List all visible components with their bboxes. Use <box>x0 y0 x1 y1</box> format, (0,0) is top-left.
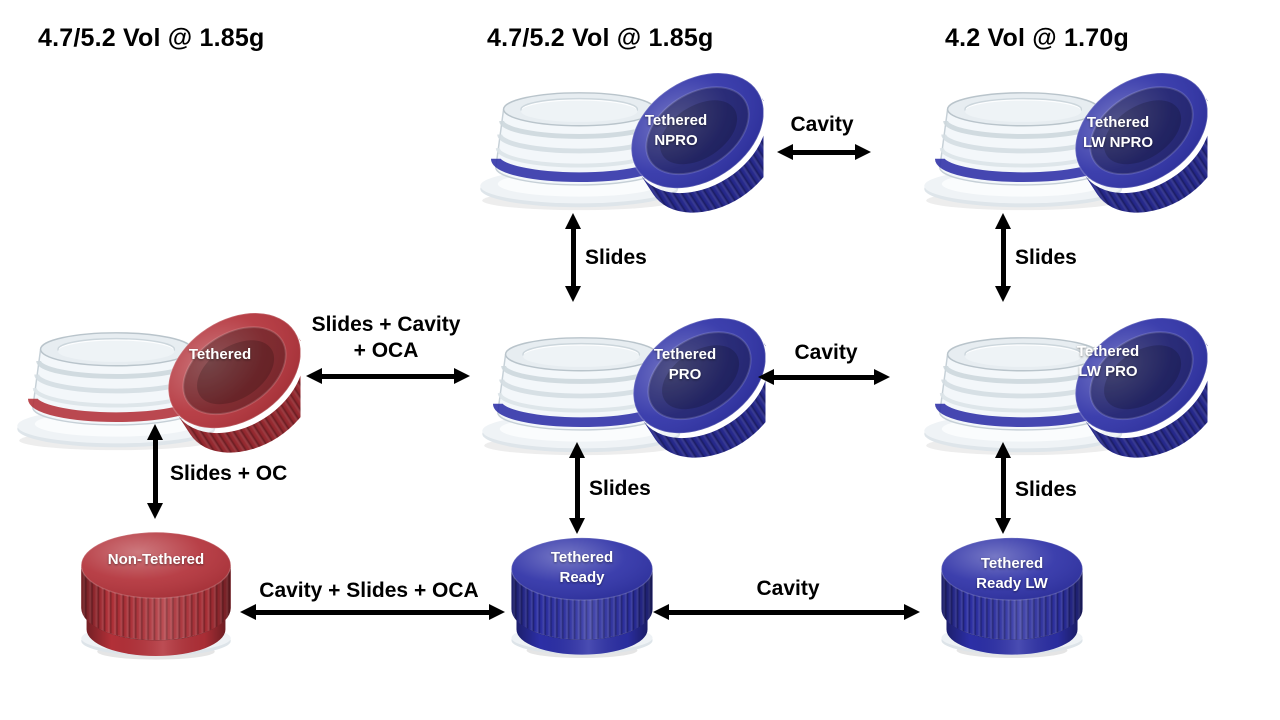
arrow-shaft <box>251 609 494 615</box>
cap-label-line2: Ready LW <box>976 575 1048 593</box>
cap-label-line1: Tethered <box>188 346 252 363</box>
arrow-shaft <box>574 453 580 523</box>
arrow-slides-mid-right <box>995 442 1011 534</box>
arrow-label-slides-oc: Slides + OC <box>170 462 288 485</box>
arrow-label-cavity-bottom: Cavity <box>756 577 820 600</box>
arrow-shaft <box>1000 453 1006 523</box>
arrow-label-cavity-top: Cavity <box>790 113 854 136</box>
cap-label: Tethered Ready <box>522 548 642 589</box>
cap-label-line1: Non-Tethered <box>107 551 205 568</box>
closed-cap-illustration <box>67 524 245 667</box>
cap-label-line2: Ready <box>559 569 605 587</box>
cap-label-line1: Tethered <box>550 549 614 566</box>
arrow-label-cavity-mid: Cavity <box>794 341 858 364</box>
arrow-slides-cavity-oca <box>306 368 470 384</box>
cap-label: Non-Tethered <box>81 550 231 570</box>
arrow-slides-top-center <box>565 213 581 302</box>
arrow-label-slides-mid-center: Slides <box>589 477 651 500</box>
arrow-label-slides-cavity-oca: Slides + Cavity + OCA <box>296 312 476 365</box>
arrow-cavity-bottom <box>653 604 920 620</box>
column-header-left: 4.7/5.2 Vol @ 1.85g <box>38 24 265 52</box>
arrow-slides-top-right <box>995 213 1011 302</box>
arrow-shaft <box>769 374 879 380</box>
arrow-cavity-slides-oca <box>240 604 505 620</box>
arrow-label-line2: + OCA <box>353 339 419 363</box>
cap-label: Tethered <box>160 345 280 365</box>
arrow-shaft <box>788 149 860 155</box>
arrow-label-slides-mid-right: Slides <box>1015 478 1077 501</box>
cap-label: Tethered Ready LW <box>952 554 1072 595</box>
cap-tethered-ready-lw: Tethered Ready LW <box>928 530 1096 665</box>
arrow-shaft <box>664 609 909 615</box>
closed-cap-illustration <box>928 530 1096 665</box>
cap-label-line1: Tethered <box>1076 343 1140 360</box>
cap-tethered-ready: Tethered Ready <box>498 530 666 665</box>
arrow-shaft <box>570 224 576 291</box>
cap-label-line1: Tethered <box>1086 114 1150 131</box>
arrow-slides-mid-center <box>569 442 585 534</box>
cap-label-line2: LW NPRO <box>1083 134 1153 152</box>
arrow-shaft <box>152 435 158 508</box>
arrow-slides-oc <box>147 424 163 519</box>
column-header-center: 4.7/5.2 Vol @ 1.85g <box>487 24 714 52</box>
cap-label-line1: Tethered <box>644 112 708 129</box>
arrow-shaft <box>1000 224 1006 291</box>
cap-label-line1: Tethered <box>653 346 717 363</box>
cap-tethered-pro: Tethered PRO <box>470 300 770 460</box>
arrow-label-slides-top-center: Slides <box>585 246 647 269</box>
arrow-label-slides-top-right: Slides <box>1015 246 1077 269</box>
cap-tethered-lw-pro: Tethered LW PRO <box>912 300 1212 460</box>
arrow-label-cavity-slides-oca: Cavity + Slides + OCA <box>259 579 479 602</box>
cap-label: Tethered PRO <box>625 345 745 386</box>
cap-label-line1: Tethered <box>980 555 1044 572</box>
column-header-right: 4.2 Vol @ 1.70g <box>945 24 1129 52</box>
arrow-label-line1: Slides + Cavity <box>311 313 461 336</box>
cap-tethered-lw-npro: Tethered LW NPRO <box>912 55 1212 215</box>
cap-tethered-red: Tethered <box>5 295 305 455</box>
cap-label: Tethered LW PRO <box>1048 342 1168 383</box>
cap-non-tethered: Non-Tethered <box>67 524 245 667</box>
arrow-shaft <box>317 373 459 379</box>
cap-label: Tethered NPRO <box>616 111 736 152</box>
cap-label-line2: NPRO <box>654 132 698 150</box>
cap-tethered-npro: Tethered NPRO <box>468 55 768 215</box>
cap-label: Tethered LW NPRO <box>1058 113 1178 154</box>
cap-label-line2: PRO <box>668 366 702 384</box>
arrow-cavity-mid <box>758 369 890 385</box>
arrow-cavity-top <box>777 144 871 160</box>
cap-label-line2: LW PRO <box>1078 363 1138 381</box>
